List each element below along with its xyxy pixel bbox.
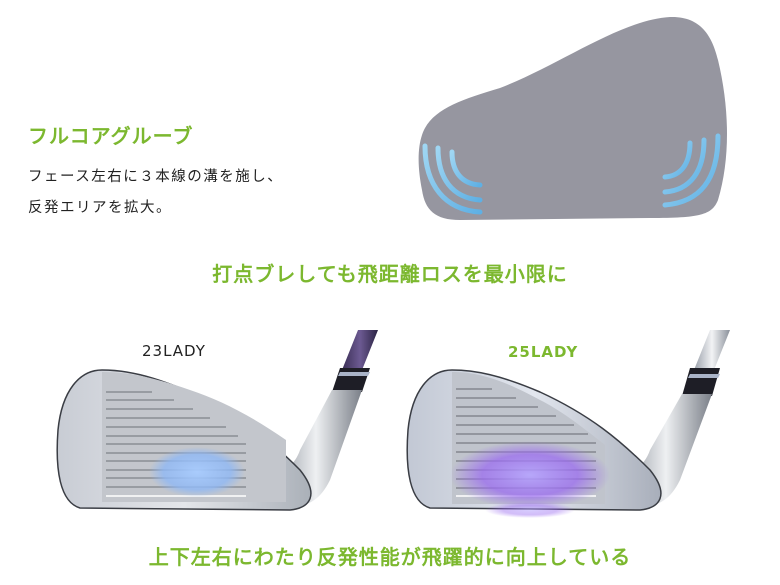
sweet-spot-25lady (450, 441, 610, 509)
label-23lady: 23LADY (142, 342, 206, 360)
headline: 打点ブレしても飛距離ロスを最小限に (212, 262, 568, 286)
feature-description-line1: フェース左右に３本線の溝を施し、 (28, 169, 284, 185)
feature-title: フルコアグルーブ (28, 124, 194, 148)
iron-25lady-image (406, 330, 730, 518)
club-face-groove-diagram (418, 16, 727, 220)
footer-headline: 上下左右にわたり反発性能が飛躍的に向上している (148, 545, 632, 569)
feature-description-line2: 反発エリアを拡大。 (28, 200, 172, 216)
iron-23lady-image (56, 330, 378, 511)
sweet-spot-23lady (149, 447, 245, 497)
right-grooves-icon (662, 133, 721, 208)
label-25lady: 25LADY (508, 343, 579, 361)
left-grooves-icon (422, 143, 483, 215)
